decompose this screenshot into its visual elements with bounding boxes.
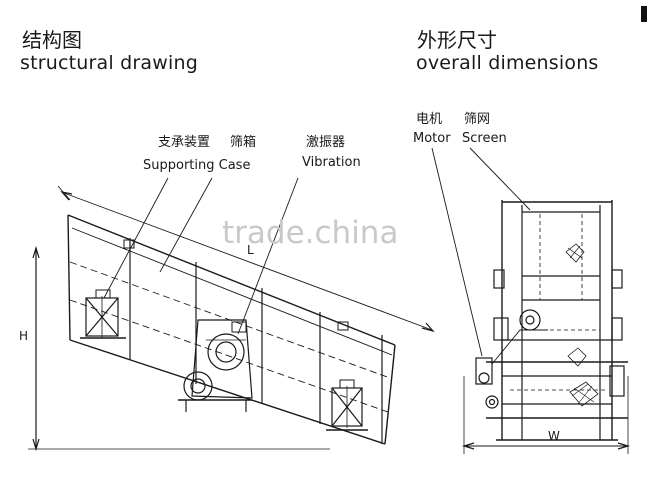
supporting-case-label-en: Supporting Case (143, 158, 251, 173)
overall-dimensions-title-en: overall dimensions (416, 52, 599, 74)
length-dimension-label: L (247, 243, 254, 257)
vibrator-label-cn: 激振器 (306, 135, 346, 150)
supporting-device-label-cn: 支承装置 (158, 135, 211, 150)
vibration-label-en: Vibration (302, 155, 361, 170)
height-dimension-label: H (19, 329, 29, 343)
width-dimension-label: W (548, 429, 560, 443)
screen-label-en: Screen (462, 131, 507, 146)
screen-box-label-cn: 筛箱 (230, 135, 257, 150)
structural-drawing (28, 177, 435, 452)
watermark-text: trade.china (222, 215, 399, 251)
overall-dimensions-drawing (431, 147, 631, 454)
motor-label-cn: 电机 (416, 112, 443, 127)
structural-drawing-title-en: structural drawing (20, 52, 198, 74)
motor-label-en: Motor (413, 131, 451, 146)
screen-mesh-label-cn: 筛网 (464, 112, 491, 127)
overall-dimensions-title-cn: 外形尺寸 (417, 28, 497, 52)
structural-drawing-title-cn: 结构图 (22, 28, 82, 52)
corner-mark (641, 6, 647, 22)
